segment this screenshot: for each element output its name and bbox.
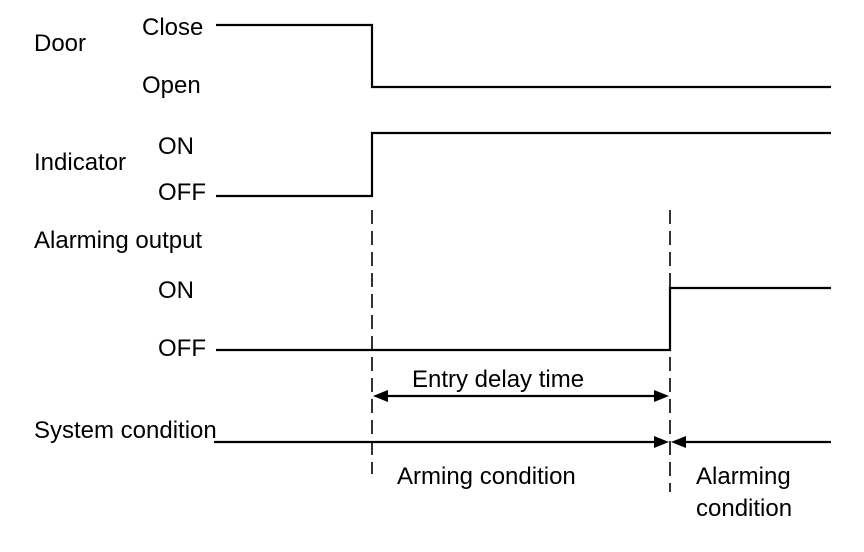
entry-delay-left-arrowhead	[373, 390, 388, 402]
alarming-output-label: Alarming output	[34, 227, 202, 254]
system-condition-arrowhead-left-pointing	[671, 436, 686, 448]
indicator-on-label: ON	[158, 133, 194, 160]
door-close-label: Close	[142, 14, 203, 41]
entry-delay-right-arrowhead	[654, 390, 669, 402]
door-label: Door	[34, 30, 86, 57]
alarming-condition-label-line1: Alarming	[696, 463, 791, 490]
alarming-output-on-label: ON	[158, 277, 194, 304]
indicator-label: Indicator	[34, 149, 126, 176]
alarming-output-off-label: OFF	[158, 335, 206, 362]
indicator-signal-line	[216, 131, 831, 198]
system-condition-label: System condition	[34, 417, 217, 444]
alarming-output-signal-line	[216, 286, 831, 352]
door-signal-line	[216, 23, 831, 89]
entry-delay-label: Entry delay time	[412, 366, 584, 393]
indicator-off-label: OFF	[158, 179, 206, 206]
alarming-condition-label-line2: condition	[696, 495, 792, 522]
arming-condition-label: Arming condition	[397, 463, 576, 490]
door-open-label: Open	[142, 72, 201, 99]
system-condition-arrowhead-right-pointing	[654, 436, 669, 448]
